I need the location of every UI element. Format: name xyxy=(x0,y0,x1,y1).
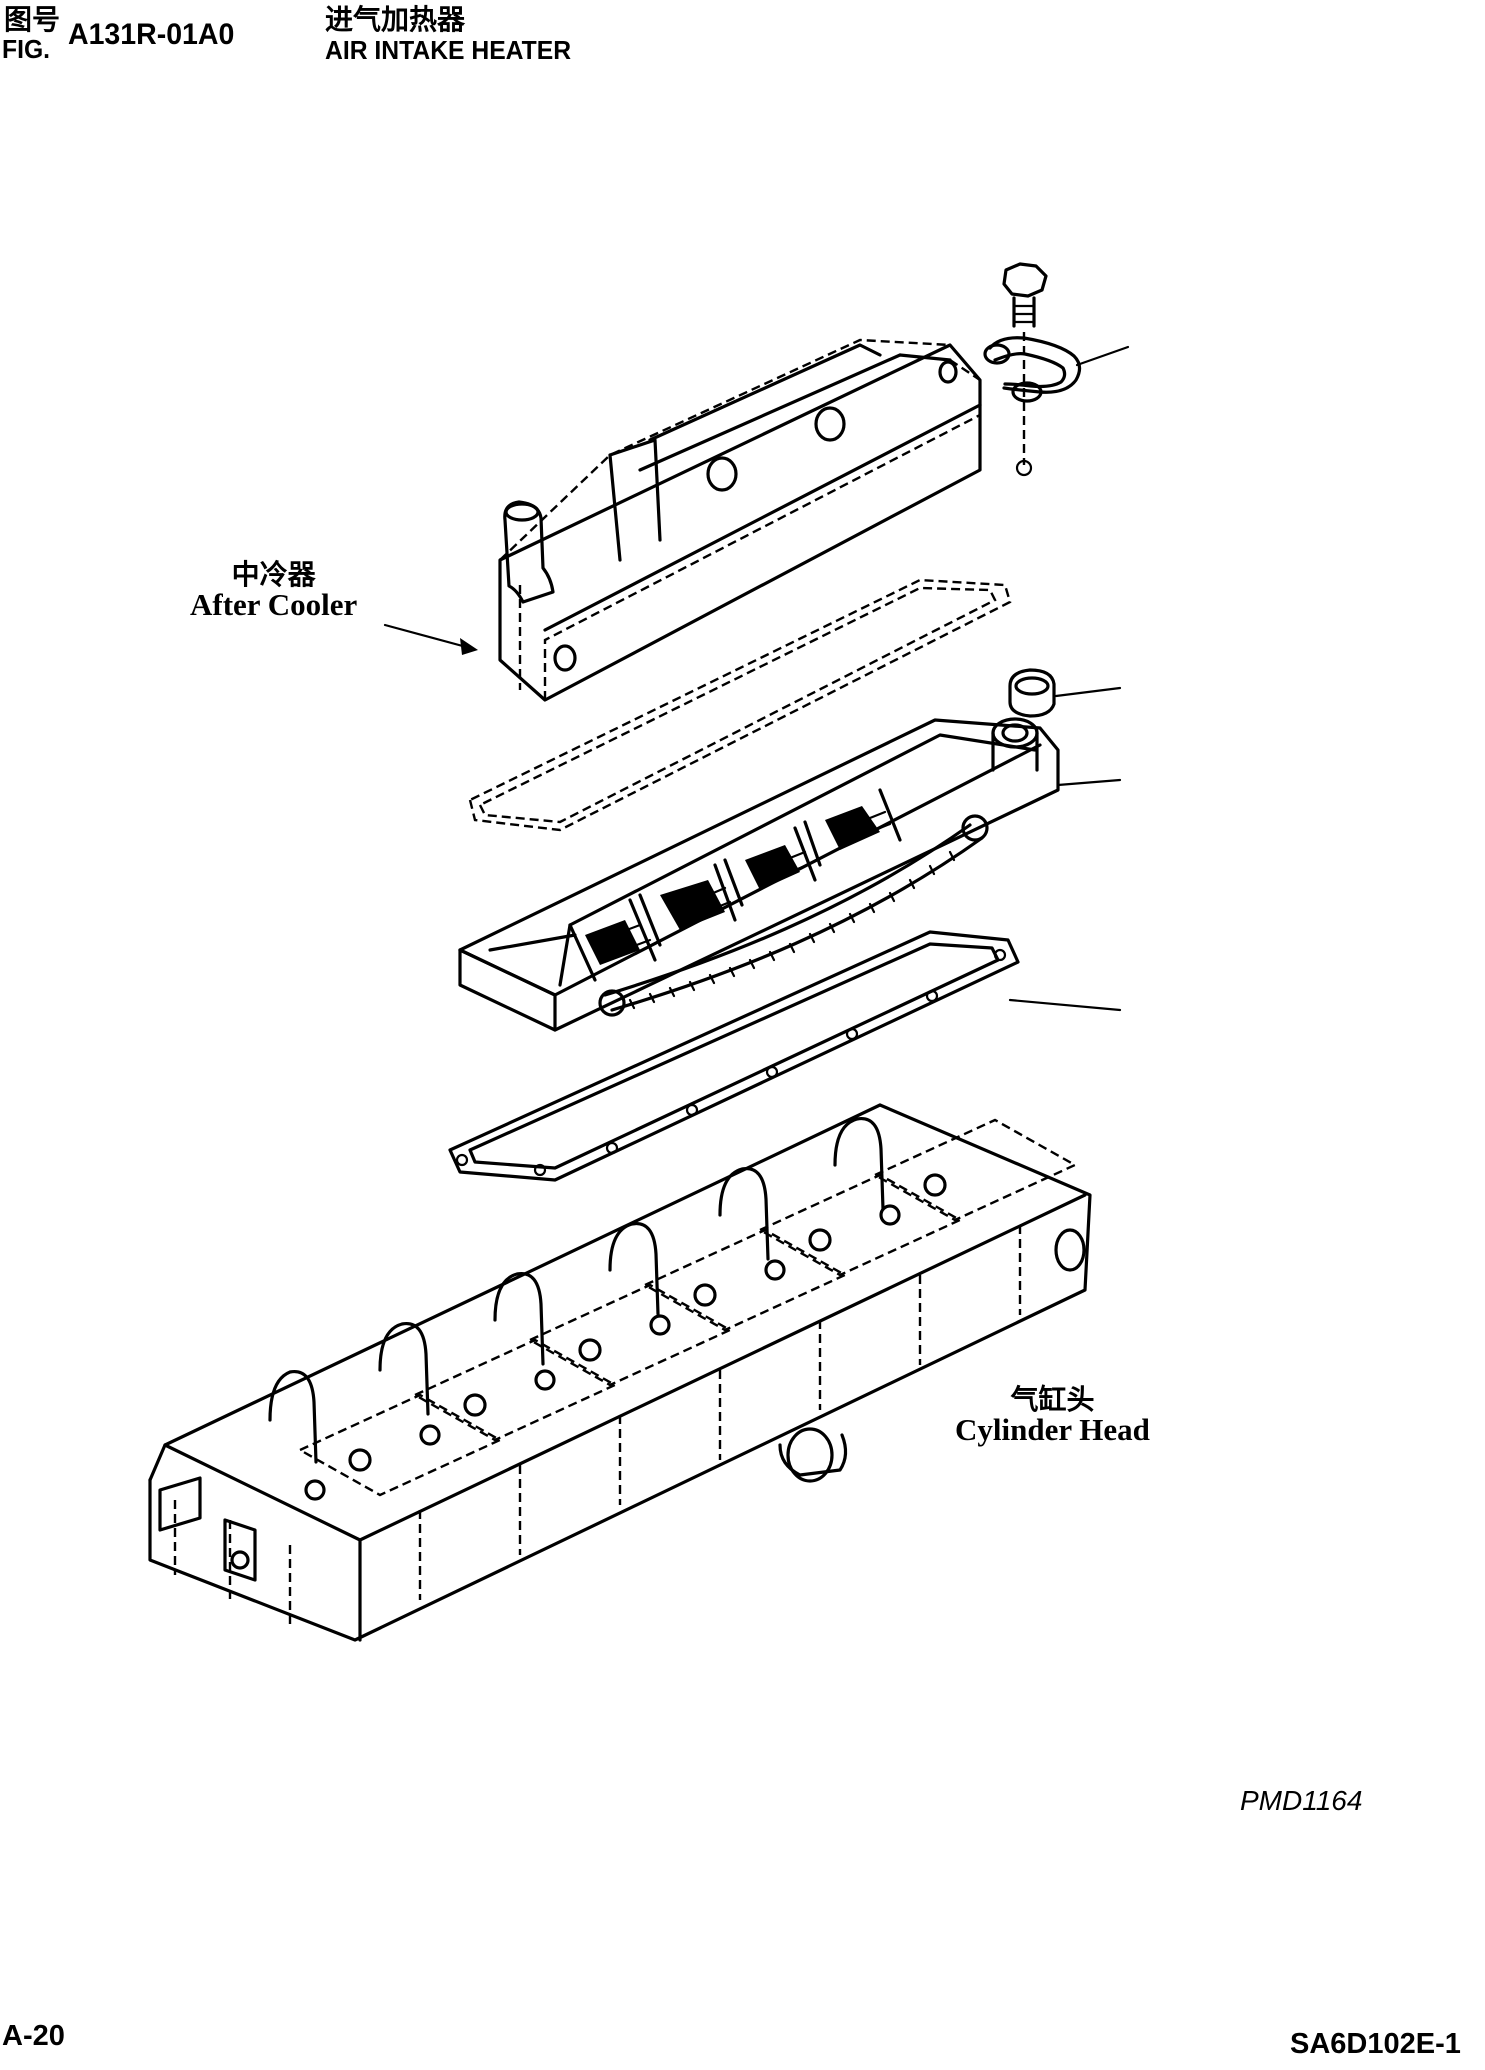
drawing-code: PMD1164 xyxy=(1240,1785,1363,1816)
after-cooler xyxy=(498,338,1033,702)
after-cooler-callout: 中冷器 After Cooler xyxy=(190,560,357,622)
fig-number: A131R-01A0 xyxy=(68,18,235,51)
title-en: AIR INTAKE HEATER xyxy=(325,35,572,65)
cylinder-head-callout: 气缸头 Cylinder Head xyxy=(955,1385,1150,1447)
heater-gasket xyxy=(448,930,1122,1182)
after-cooler-label-cn: 中冷器 xyxy=(231,558,316,591)
fig-label-cn: 图号 xyxy=(4,3,61,36)
intake-heater-housing xyxy=(458,717,1122,1032)
title-cn: 进气加热器 xyxy=(325,3,466,36)
after-cooler-label-en: After Cooler xyxy=(190,587,358,623)
cap-nut xyxy=(1008,668,1122,718)
bolt xyxy=(1002,262,1048,465)
cylinder-head-label-cn: 气缸头 xyxy=(1010,1383,1095,1416)
cylinder-head-label-en: Cylinder Head xyxy=(955,1412,1150,1448)
cylinder-head xyxy=(148,1103,1092,1642)
after-cooler-leader xyxy=(383,623,478,655)
after-cooler-gasket xyxy=(468,578,1012,832)
page-number: A-20 xyxy=(2,2020,65,2052)
tube xyxy=(983,336,1130,403)
fig-label-en: FIG. xyxy=(2,34,51,64)
model-code: SA6D102E-1 xyxy=(1290,2028,1461,2060)
